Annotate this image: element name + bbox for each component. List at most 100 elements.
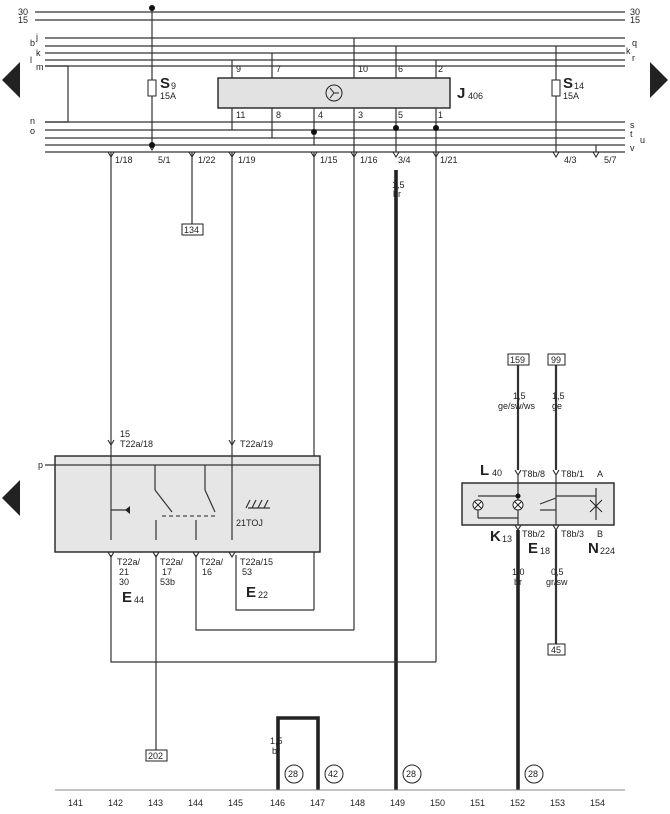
component-k13-letter: K: [490, 528, 501, 545]
relay-pin-6: 6: [398, 64, 403, 74]
connector-labels: 1/18 5/1 1/22 1/19 1/15 1/16 3/4 1/21 4/…: [115, 155, 617, 165]
component-l40-letter: L: [480, 462, 489, 479]
fuse-s9-sub: 9: [171, 81, 176, 91]
relay-j406: J 406 9 7 10 6 2 11 8 4 3 5 1: [217, 64, 483, 120]
page-prev-arrow-icon[interactable]: [2, 62, 20, 98]
conn-3-4: 3/4: [398, 155, 411, 165]
ref-159: 159: [510, 355, 525, 365]
col-141: 141: [68, 798, 83, 808]
col-142: 142: [108, 798, 123, 808]
fuse-s14-rating: 15A: [563, 91, 579, 101]
bus-label-30-left: 30: [18, 7, 28, 17]
wire-label-size-2: 1,5: [513, 391, 526, 401]
switch-pin-15-l1: T22a/15: [240, 557, 273, 567]
ground-28-a: 28: [288, 769, 298, 779]
ref-45: 45: [551, 645, 561, 655]
conn-5-1: 5/1: [158, 155, 171, 165]
switch-top-pin-2-line2: T22a/19: [240, 439, 273, 449]
switch-pin-21-l3: 30: [119, 577, 129, 587]
relay-pin-2: 2: [438, 64, 443, 74]
bus-label-o-left: o: [30, 126, 35, 136]
relay-pin-5: 5: [398, 110, 403, 120]
fuse-s14-letter: S: [563, 75, 573, 92]
wire-label-size-6: 1,5: [270, 736, 283, 746]
col-153: 153: [550, 798, 565, 808]
component-e22-letter: E: [246, 584, 256, 601]
relay-pin-8: 8: [276, 110, 281, 120]
bus-right-labels: 30 15 q k r s t u v: [626, 7, 645, 153]
col-144: 144: [188, 798, 203, 808]
wire-ground-loop: [276, 716, 320, 790]
component-l40-sub: 40: [492, 468, 502, 478]
component-e22-sub: 22: [258, 590, 268, 600]
wire-label-color-4: br: [514, 577, 522, 587]
bus-label-t-right: t: [630, 129, 633, 139]
col-152: 152: [510, 798, 525, 808]
col-146: 146: [270, 798, 285, 808]
wire-label-size-5: 0,5: [551, 567, 564, 577]
relay-pin-1: 1: [438, 110, 443, 120]
switch-bottom-pins: T22a/ 21 30 T22a/ 17 53b T22a/ 16 T22a/1…: [107, 551, 273, 606]
wire-label-size-4: 1,0: [512, 567, 525, 577]
conn-1-16: 1/16: [360, 155, 378, 165]
bus-label-k-right: k: [626, 46, 631, 56]
component-k13-sub: 13: [502, 534, 512, 544]
switch-top-pin-1-line2: T22a/18: [120, 439, 153, 449]
ground-42: 42: [328, 769, 338, 779]
col-154: 154: [590, 798, 605, 808]
page-prev-arrow-icon-lower[interactable]: [2, 480, 20, 516]
conn-1-15: 1/15: [320, 155, 338, 165]
ref-134-box[interactable]: [181, 223, 204, 236]
relay-code-letter: J: [457, 85, 465, 102]
switch-pin-15-l2: 53: [242, 567, 252, 577]
bus-label-q-right: q: [632, 38, 637, 48]
col-148: 148: [350, 798, 365, 808]
ref-202: 202: [148, 751, 163, 761]
bus-label-l-left: l: [30, 55, 32, 65]
bus-label-15-left: 15: [18, 15, 28, 25]
col-150: 150: [430, 798, 445, 808]
wire-label-color-5: gr/sw: [546, 577, 568, 587]
switch-inner-label: 21TOJ: [236, 518, 263, 528]
switch-pin-16-l1: T22a/: [200, 557, 224, 567]
bus-left-labels: 30 15 b j k l m n o: [18, 7, 44, 136]
switch-side-label: p: [38, 460, 43, 470]
switch-output-wires: [110, 555, 436, 750]
component-n224-letter: N: [588, 540, 599, 557]
bus-label-15-right: 15: [630, 15, 640, 25]
conn-4-3: 4/3: [564, 155, 577, 165]
col-147: 147: [310, 798, 325, 808]
relay-pin-10: 10: [358, 64, 368, 74]
relay-code-sub: 406: [468, 91, 483, 101]
col-145: 145: [228, 798, 243, 808]
bus-label-b-left: b: [30, 38, 35, 48]
conn-1-18: 1/18: [115, 155, 133, 165]
wire-label-size-3: 1,5: [552, 391, 565, 401]
bus-label-v-right: v: [630, 143, 635, 153]
ref-202-box[interactable]: [145, 749, 168, 762]
page-next-arrow-icon[interactable]: [650, 62, 668, 98]
ground-points: 28 42 28 28: [284, 764, 544, 784]
relay-pin-3: 3: [358, 110, 363, 120]
relay-wires: [231, 38, 439, 152]
wire-label-size-1: 1,5: [392, 180, 405, 190]
bus-label-n-left: n: [30, 116, 35, 126]
ref-134: 134: [184, 225, 199, 235]
component-n224-sub: 224: [600, 546, 615, 556]
conn-1-21: 1/21: [440, 155, 458, 165]
ground-28-b: 28: [406, 769, 416, 779]
bus-label-u-right: u: [640, 135, 645, 145]
bus-label-s-right: s: [630, 120, 635, 130]
ref-45-box[interactable]: [547, 643, 566, 656]
switch-pin-17-l2: 17: [162, 567, 172, 577]
switch-pin-17-l3: 53b: [160, 577, 175, 587]
bus-label-r-right: r: [632, 53, 635, 63]
lamp-switch-block: L 40 T8b/8 T8b/1 A T8b/2 T8b/3 B K 13 E …: [461, 462, 615, 557]
pin-t8b-8: T8b/8: [522, 469, 545, 479]
conn-1-19: 1/19: [238, 155, 256, 165]
component-e18-sub: 18: [540, 546, 550, 556]
switch-pin-21-l2: 21: [119, 567, 129, 577]
wire-m-loop: [45, 65, 69, 123]
relay-pin-11: 11: [236, 110, 245, 120]
label-b: B: [597, 529, 603, 539]
